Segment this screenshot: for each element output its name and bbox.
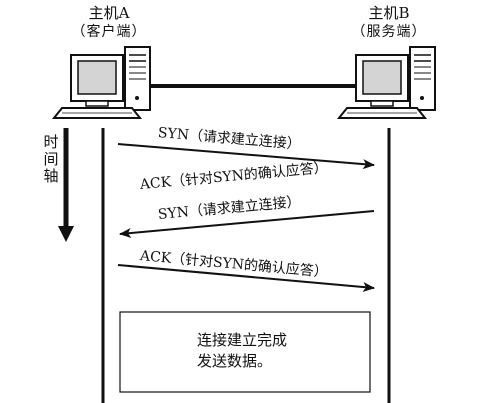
- time-axis-arrowhead: [58, 226, 74, 242]
- host-b-role: （服务端）: [351, 24, 427, 40]
- completion-text: 连接建立完成 发送数据。: [197, 330, 287, 372]
- arrow-syn-a-to-b: [117, 143, 375, 170]
- arrow-ack-a-to-b: [117, 264, 375, 292]
- time-axis-char: 轴: [43, 167, 59, 185]
- completion-line: 连接建立完成: [197, 331, 288, 349]
- completion-box: [119, 311, 371, 393]
- computer-a-icon: [51, 46, 151, 119]
- host-a-name: 主机A: [88, 4, 130, 22]
- computer-b-icon: [336, 46, 436, 119]
- time-axis-label: 时 间 轴: [42, 134, 60, 185]
- time-axis-char: 时: [43, 133, 59, 151]
- time-axis-char: 间: [43, 150, 59, 168]
- host-b-label: 主机B （服务端）: [349, 4, 429, 40]
- completion-line: 发送数据。: [197, 352, 273, 370]
- arrow-synack-b-to-a: [119, 210, 375, 238]
- host-b-name: 主机B: [368, 4, 410, 22]
- host-a-role: （客户端）: [71, 24, 147, 40]
- host-a-label: 主机A （客户端）: [69, 4, 149, 40]
